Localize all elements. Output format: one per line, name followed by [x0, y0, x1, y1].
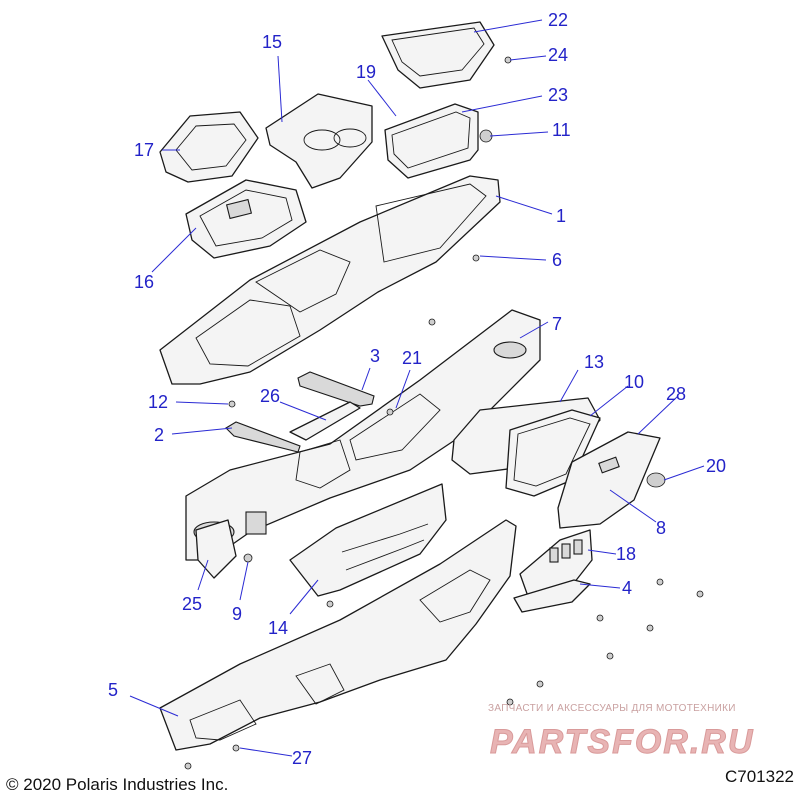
copyright-notice: © 2020 Polaris Industries Inc. — [6, 775, 229, 794]
callout-17: 17 — [134, 140, 154, 160]
callout-11: 11 — [552, 120, 571, 140]
callout-22: 22 — [548, 10, 568, 30]
part-15-cupholder-panel — [265, 93, 373, 189]
callout-7: 7 — [552, 314, 562, 334]
part-2-side-bracket — [225, 421, 301, 453]
part-1-upper-dash-panel — [159, 175, 501, 385]
callout-3: 3 — [370, 346, 380, 366]
callout-21: 21 — [402, 348, 422, 368]
part-10-glovebox-seal — [505, 409, 601, 497]
fastener-group — [184, 56, 704, 770]
callout-14: 14 — [268, 618, 288, 638]
callout-6: 6 — [552, 250, 562, 270]
part-25-cupholder — [195, 519, 237, 579]
callout-24: 24 — [548, 45, 568, 65]
leader-lines — [129, 19, 705, 757]
part-16-gauge-housing — [185, 179, 307, 259]
callout-20: 20 — [706, 456, 726, 476]
part-14-lower-storage-tray — [289, 483, 447, 597]
part-4-lower-panel — [513, 579, 591, 613]
part-5-lower-dash-bezel — [159, 519, 517, 751]
callout-12: 12 — [148, 392, 168, 412]
callout-15: 15 — [262, 32, 282, 52]
part-17-gauge-bezel — [159, 111, 259, 183]
callout-4: 4 — [622, 578, 632, 598]
callout-labels: 22 24 19 23 11 15 17 16 1 6 7 3 21 26 12… — [108, 10, 726, 768]
callout-10: 10 — [624, 372, 644, 392]
part-20-latch — [646, 472, 666, 488]
svg-text:PARTSFOR.RU: PARTSFOR.RU — [490, 723, 754, 761]
callout-9: 9 — [232, 604, 242, 624]
callout-28: 28 — [666, 384, 686, 404]
callout-19: 19 — [356, 62, 376, 82]
callout-2: 2 — [154, 425, 164, 445]
watermark-caption: ЗАПЧАСТИ И АКСЕССУАРЫ ДЛЯ МОТОТЕХНИКИ — [488, 703, 736, 714]
callout-13: 13 — [584, 352, 604, 372]
callout-26: 26 — [260, 386, 280, 406]
watermark-logo-mark: PARTSFOR.RU — [490, 723, 754, 762]
callout-23: 23 — [548, 85, 568, 105]
callout-18: 18 — [616, 544, 636, 564]
callout-16: 16 — [134, 272, 154, 292]
callout-8: 8 — [656, 518, 666, 538]
part-28-glovebox-door — [557, 431, 661, 529]
part-3-bracket — [297, 371, 375, 407]
drawing-number: C701322 — [724, 767, 794, 786]
part-23-storage-tray — [384, 103, 479, 179]
callout-1: 1 — [556, 206, 566, 226]
callout-25: 25 — [182, 594, 202, 614]
callout-27: 27 — [292, 748, 312, 768]
callout-5: 5 — [108, 680, 118, 700]
part-22-storage-lid — [381, 21, 495, 89]
part-26-support-bracket — [289, 401, 361, 441]
